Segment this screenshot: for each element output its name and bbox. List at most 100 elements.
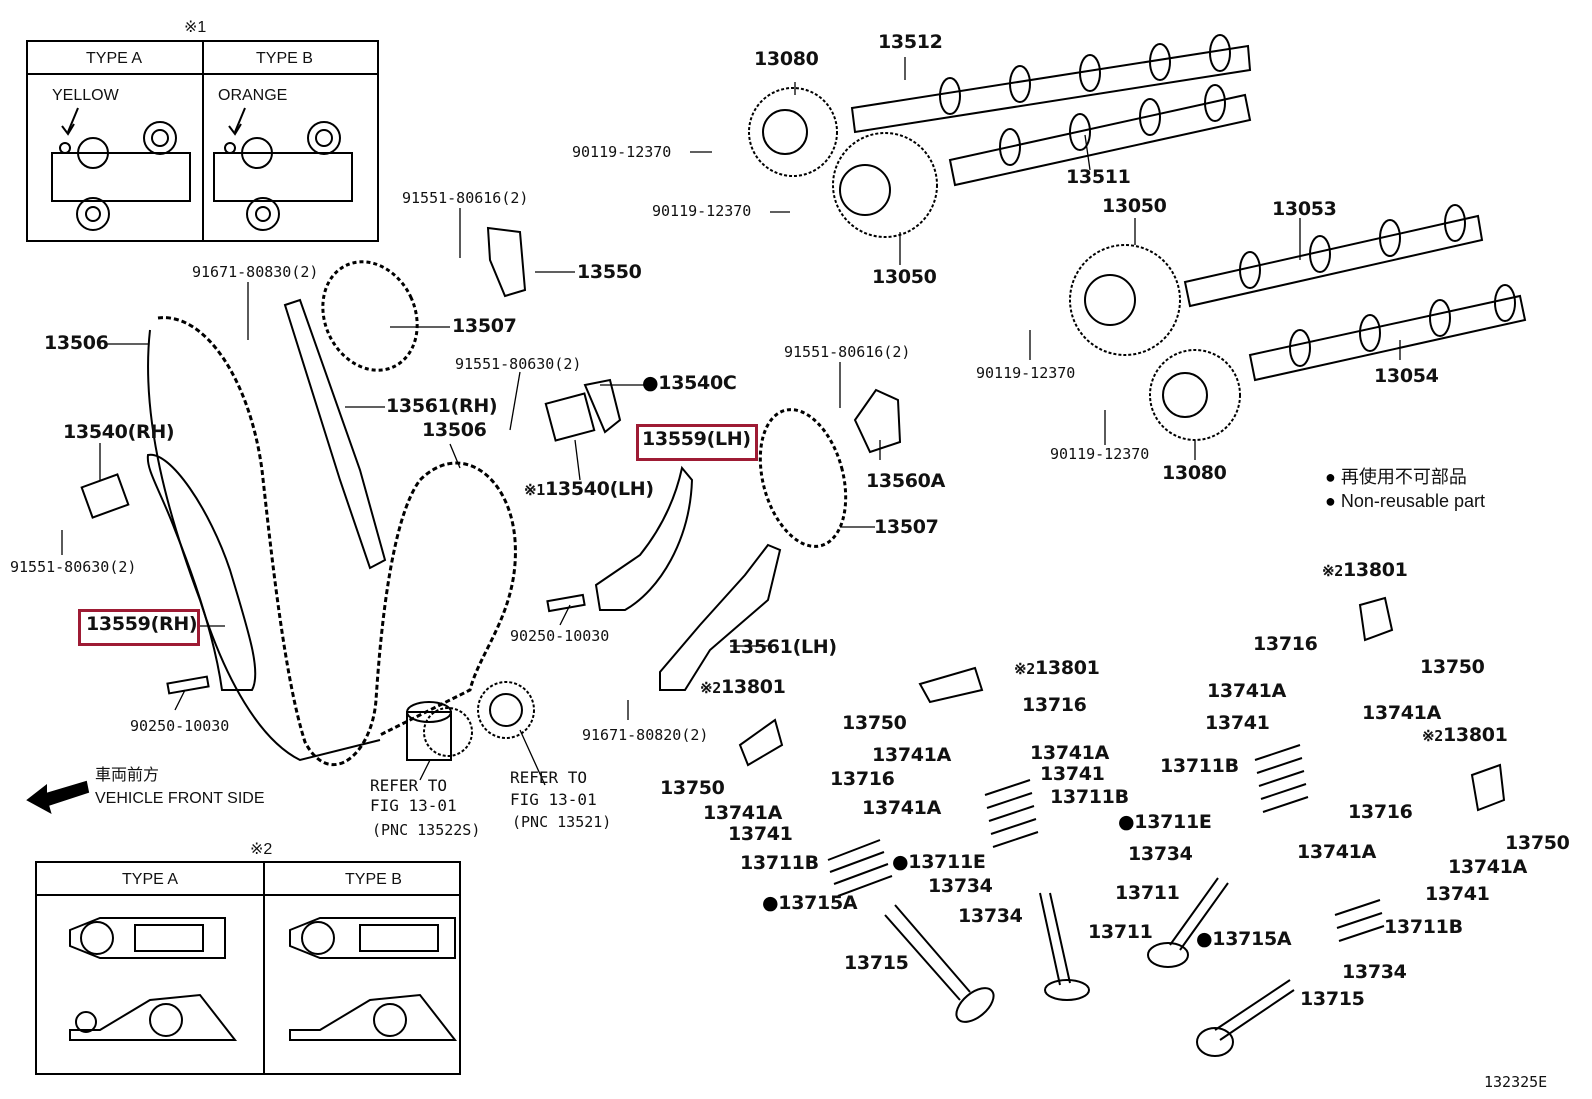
pnc-13507[interactable]: 13507 (874, 516, 939, 538)
camshaft-13053 (1183, 204, 1484, 308)
pnc-13741a[interactable]: 13741A (1030, 742, 1110, 764)
pnc-13711b[interactable]: 13711B (1050, 786, 1129, 808)
rocker-arm-13801-d (1470, 763, 1506, 812)
pnc-13715[interactable]: 13715 (1300, 988, 1365, 1010)
pnc-13734[interactable]: 13734 (1342, 961, 1407, 983)
pnc-13559-rh[interactable]: 13559(RH) (86, 613, 198, 635)
spring-13711b-far-right (1334, 899, 1385, 942)
pnc-90119-12370[interactable]: 90119-12370 (1050, 445, 1150, 463)
pnc-90250-10030[interactable]: 90250-10030 (510, 627, 610, 645)
pnc-91551-80630[interactable]: 91551-80630(2) (10, 558, 137, 576)
pnc-13741a[interactable]: 13741A (1362, 702, 1442, 724)
pnc-13741[interactable]: 13741 (1205, 712, 1270, 734)
crank-sprocket-a (406, 701, 473, 761)
pnc-90250-10030[interactable]: 90250-10030 (130, 717, 230, 735)
pnc-13506[interactable]: 13506 (44, 332, 109, 354)
pnc-13715[interactable]: 13715 (844, 952, 909, 974)
pnc-13741a[interactable]: 13741A (703, 802, 783, 824)
chain-guide-lh (659, 543, 782, 691)
pnc-13054[interactable]: 13054 (1374, 365, 1439, 387)
pnc-13080[interactable]: 13080 (754, 48, 819, 70)
pnc-13741[interactable]: 13741 (1040, 763, 1105, 785)
pnc-13540c[interactable]: 13540C (642, 372, 737, 394)
non-reusable-bullet-icon (762, 892, 778, 914)
pnc-13711[interactable]: 13711 (1088, 921, 1153, 943)
pnc-13716[interactable]: 13716 (1348, 801, 1413, 823)
legend-bullet-icon (1325, 491, 1336, 511)
refer-a-line1: REFER TO (370, 776, 448, 795)
pnc-13741[interactable]: 13741 (728, 823, 793, 845)
type-box-2-type-b: TYPE B (345, 871, 402, 888)
pnc-13550[interactable]: 13550 (577, 261, 642, 283)
tensioner-type-b-icon (213, 107, 353, 231)
pnc-13801[interactable]: ※213801 (700, 676, 786, 698)
pnc-13711[interactable]: 13711 (1115, 882, 1180, 904)
pnc-13801[interactable]: ※213801 (1014, 657, 1100, 679)
pnc-13561-rh[interactable]: 13561(RH) (386, 395, 498, 417)
non-reusable-bullet-icon (642, 372, 658, 394)
pnc-13734[interactable]: 13734 (928, 875, 993, 897)
pnc-13741a[interactable]: 13741A (862, 797, 942, 819)
pnc-13741a[interactable]: 13741A (1448, 856, 1528, 878)
pnc-13512[interactable]: 13512 (878, 31, 943, 53)
pnc-13734[interactable]: 13734 (1128, 843, 1193, 865)
pnc-13050[interactable]: 13050 (1102, 195, 1167, 217)
cam-sprocket-13050-lower (1069, 244, 1181, 356)
pnc-13750[interactable]: 13750 (1420, 656, 1485, 678)
pnc-13741[interactable]: 13741 (1425, 883, 1490, 905)
valve-13711-mid (1039, 892, 1090, 1001)
pnc-13540-rh[interactable]: 13540(RH) (63, 421, 175, 443)
pnc-13507[interactable]: 13507 (452, 315, 517, 337)
pnc-91671-80820[interactable]: 91671-80820(2) (582, 726, 709, 744)
pnc-13741a[interactable]: 13741A (872, 744, 952, 766)
note2-mark: ※2 (250, 841, 273, 858)
diagram-id: 132325E (1484, 1073, 1548, 1091)
pnc-13715a[interactable]: 13715A (1196, 928, 1292, 950)
rocker-arm-13801-a (918, 666, 984, 704)
legend-jp: 再使用不可部品 (1325, 467, 1467, 487)
pnc-13711b[interactable]: 13711B (1384, 916, 1463, 938)
pnc-13750[interactable]: 13750 (842, 712, 907, 734)
pnc-91551-80616[interactable]: 91551-80616(2) (784, 343, 911, 361)
pnc-91551-80630[interactable]: 91551-80630(2) (455, 355, 582, 373)
pnc-13561-lh[interactable]: 13561(LH) (728, 636, 837, 658)
color-yellow-label: YELLOW (52, 87, 119, 104)
pnc-13506[interactable]: 13506 (422, 419, 487, 441)
pnc-13715a[interactable]: 13715A (762, 892, 858, 914)
rocker-arm-type-a-icon (69, 917, 238, 1041)
pnc-90119-12370[interactable]: 90119-12370 (976, 364, 1076, 382)
pnc-13801[interactable]: ※213801 (1322, 559, 1408, 581)
pnc-13560a[interactable]: 13560A (866, 470, 946, 492)
tensioner-13540-rh (80, 473, 130, 519)
pnc-13716[interactable]: 13716 (1253, 633, 1318, 655)
tensioner-13540-lh (544, 392, 596, 442)
pnc-91671-80830[interactable]: 91671-80830(2) (192, 263, 319, 281)
pnc-13734[interactable]: 13734 (958, 905, 1023, 927)
pnc-13750[interactable]: 13750 (1505, 832, 1570, 854)
pnc-13711e[interactable]: 13711E (1118, 811, 1212, 833)
pnc-13559-lh[interactable]: 13559(LH) (642, 428, 751, 450)
pnc-13050[interactable]: 13050 (872, 266, 937, 288)
pnc-13741a[interactable]: 13741A (1207, 680, 1287, 702)
secondary-chain-b (758, 408, 848, 548)
pnc-91551-80616[interactable]: 91551-80616(2) (402, 189, 529, 207)
tensioner-type-a-icon (51, 107, 191, 231)
pnc-13801[interactable]: ※213801 (1422, 724, 1508, 746)
pnc-13053[interactable]: 13053 (1272, 198, 1337, 220)
pnc-13711e[interactable]: 13711E (892, 851, 986, 873)
color-orange-label: ORANGE (218, 87, 288, 104)
pnc-13080[interactable]: 13080 (1162, 462, 1227, 484)
legend-bullet-icon (1325, 467, 1336, 487)
pnc-13511[interactable]: 13511 (1066, 166, 1131, 188)
rocker-arm-13801-c (1358, 596, 1394, 642)
pnc-13741a[interactable]: 13741A (1297, 841, 1377, 863)
pnc-13711b[interactable]: 13711B (1160, 755, 1239, 777)
pnc-13716[interactable]: 13716 (1022, 694, 1087, 716)
pnc-13716[interactable]: 13716 (830, 768, 895, 790)
pnc-90119-12370[interactable]: 90119-12370 (652, 202, 752, 220)
spring-13711b-right (1254, 744, 1309, 813)
pnc-13750[interactable]: 13750 (660, 777, 725, 799)
pnc-13711b[interactable]: 13711B (740, 852, 819, 874)
pnc-13540-lh[interactable]: ※113540(LH) (524, 478, 654, 500)
pnc-90119-12370[interactable]: 90119-12370 (572, 143, 672, 161)
